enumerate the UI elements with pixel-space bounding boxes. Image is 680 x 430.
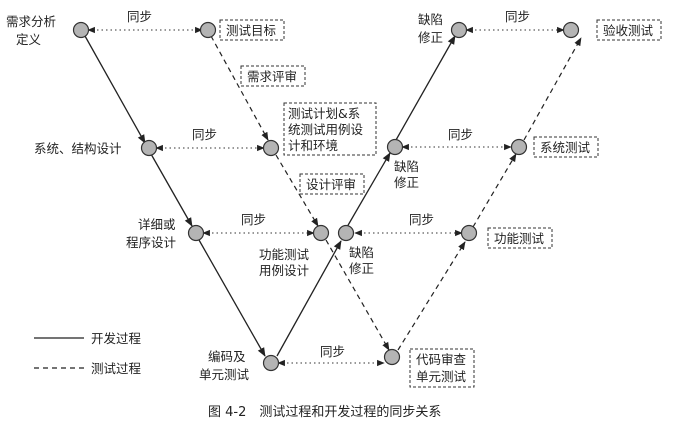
node-test-plan [262, 139, 280, 157]
label-defect-fix-3: 缺陷 [349, 245, 374, 260]
node-func-case [312, 224, 330, 242]
label-detail-design: 程序设计 [126, 235, 176, 250]
node-defect-fix-3 [337, 224, 355, 242]
label-detail-design: 详细或 [138, 217, 176, 232]
dev-line-sys-to-detail [150, 153, 193, 227]
sync-label: 同步 [409, 212, 434, 227]
label-defect-fix-1: 修正 [418, 30, 443, 45]
label-function-test: 功能测试 [494, 231, 545, 246]
label-func-case-design: 用例设计 [259, 263, 309, 278]
test-line-plan-to-func-case [275, 154, 319, 227]
test-line-code-review-to-function-test [397, 241, 466, 351]
node-code-review [383, 348, 401, 366]
development-process-lines [84, 35, 456, 357]
sync-labels: 同步 同步 同步 同步 同步 同步 同步 [127, 9, 530, 359]
box-code-review [409, 348, 475, 388]
dev-line-detail-to-coding [198, 239, 266, 357]
node-coding [262, 354, 280, 372]
legend: 开发过程 测试过程 [34, 331, 142, 376]
label-system-test: 系统测试 [540, 140, 591, 155]
node-req-analysis [72, 21, 90, 39]
sync-label: 同步 [448, 127, 473, 142]
box-acceptance-test [596, 19, 662, 41]
label-code-review: 单元测试 [416, 369, 467, 384]
sync-label: 同步 [127, 9, 152, 24]
box-system-test [533, 136, 599, 158]
label-defect-fix-1: 缺陷 [418, 12, 443, 27]
figure-caption: 图 4-2 测试过程和开发过程的同步关系 [208, 404, 441, 420]
node-detail-design [187, 224, 205, 242]
test-process-lines [210, 35, 582, 351]
dev-line-req-to-sys [84, 35, 146, 144]
box-test-plan [283, 102, 377, 156]
label-defect-fix-2: 修正 [394, 175, 419, 190]
sync-links [87, 26, 565, 367]
label-acceptance-test: 验收测试 [603, 23, 654, 38]
label-test-plan: 统测试用例设 [288, 122, 364, 137]
sync-label: 同步 [192, 127, 217, 142]
box-function-test [487, 227, 553, 249]
box-req-review [240, 65, 306, 87]
test-line-system-test-to-acceptance [523, 37, 582, 141]
label-func-case-design: 功能测试 [259, 247, 310, 262]
sync-label: 同步 [241, 212, 266, 227]
sync-label: 同步 [505, 9, 530, 24]
label-design-review: 设计评审 [306, 177, 356, 192]
label-coding: 单元测试 [199, 367, 250, 382]
development-labels: 需求分析 定义 系统、结构设计 详细或 程序设计 编码及 单元测试 [6, 14, 250, 382]
dev-line-coding-to-fix3 [276, 240, 342, 357]
node-defect-fix-1 [450, 21, 468, 39]
node-test-goal [199, 21, 217, 39]
legend-dev-label: 开发过程 [91, 331, 142, 346]
test-line-function-test-to-system-test [472, 153, 517, 228]
label-test-goal: 测试目标 [226, 23, 276, 38]
test-labels: 测试目标 需求评审 测试计划&系 统测试用例设 计和环境 设计评审 功能测试 用… [226, 23, 654, 384]
node-acceptance-test [562, 21, 580, 39]
label-defect-fix-2: 缺陷 [394, 159, 419, 174]
node-function-test [460, 224, 478, 242]
node-defect-fix-2 [386, 138, 404, 156]
test-label-boxes [219, 19, 662, 388]
label-sys-design: 系统、结构设计 [34, 141, 122, 156]
sync-label: 同步 [320, 344, 345, 359]
box-design-review [299, 173, 365, 195]
label-test-plan: 测试计划&系 [288, 106, 360, 121]
label-req-analysis: 定义 [16, 32, 42, 47]
label-test-plan: 计和环境 [288, 138, 338, 153]
label-req-analysis: 需求分析 [6, 14, 56, 29]
process-nodes [72, 21, 580, 372]
test-line-func-case-to-code-review [325, 239, 390, 351]
dev-line-fix2-to-fix1 [395, 35, 456, 141]
defect-fix-labels: 缺陷 修正 缺陷 修正 缺陷 修正 [349, 12, 443, 276]
label-coding: 编码及 [208, 349, 246, 364]
label-defect-fix-3: 修正 [349, 261, 374, 276]
node-system-test [510, 138, 528, 156]
box-test-goal [219, 19, 285, 41]
label-req-review: 需求评审 [247, 69, 297, 84]
label-code-review: 代码审查 [416, 352, 467, 367]
test-line-goal-to-plan [210, 35, 269, 141]
legend-test-label: 测试过程 [91, 361, 142, 376]
node-sys-design [140, 139, 158, 157]
dev-line-fix3-to-fix2 [346, 152, 391, 228]
